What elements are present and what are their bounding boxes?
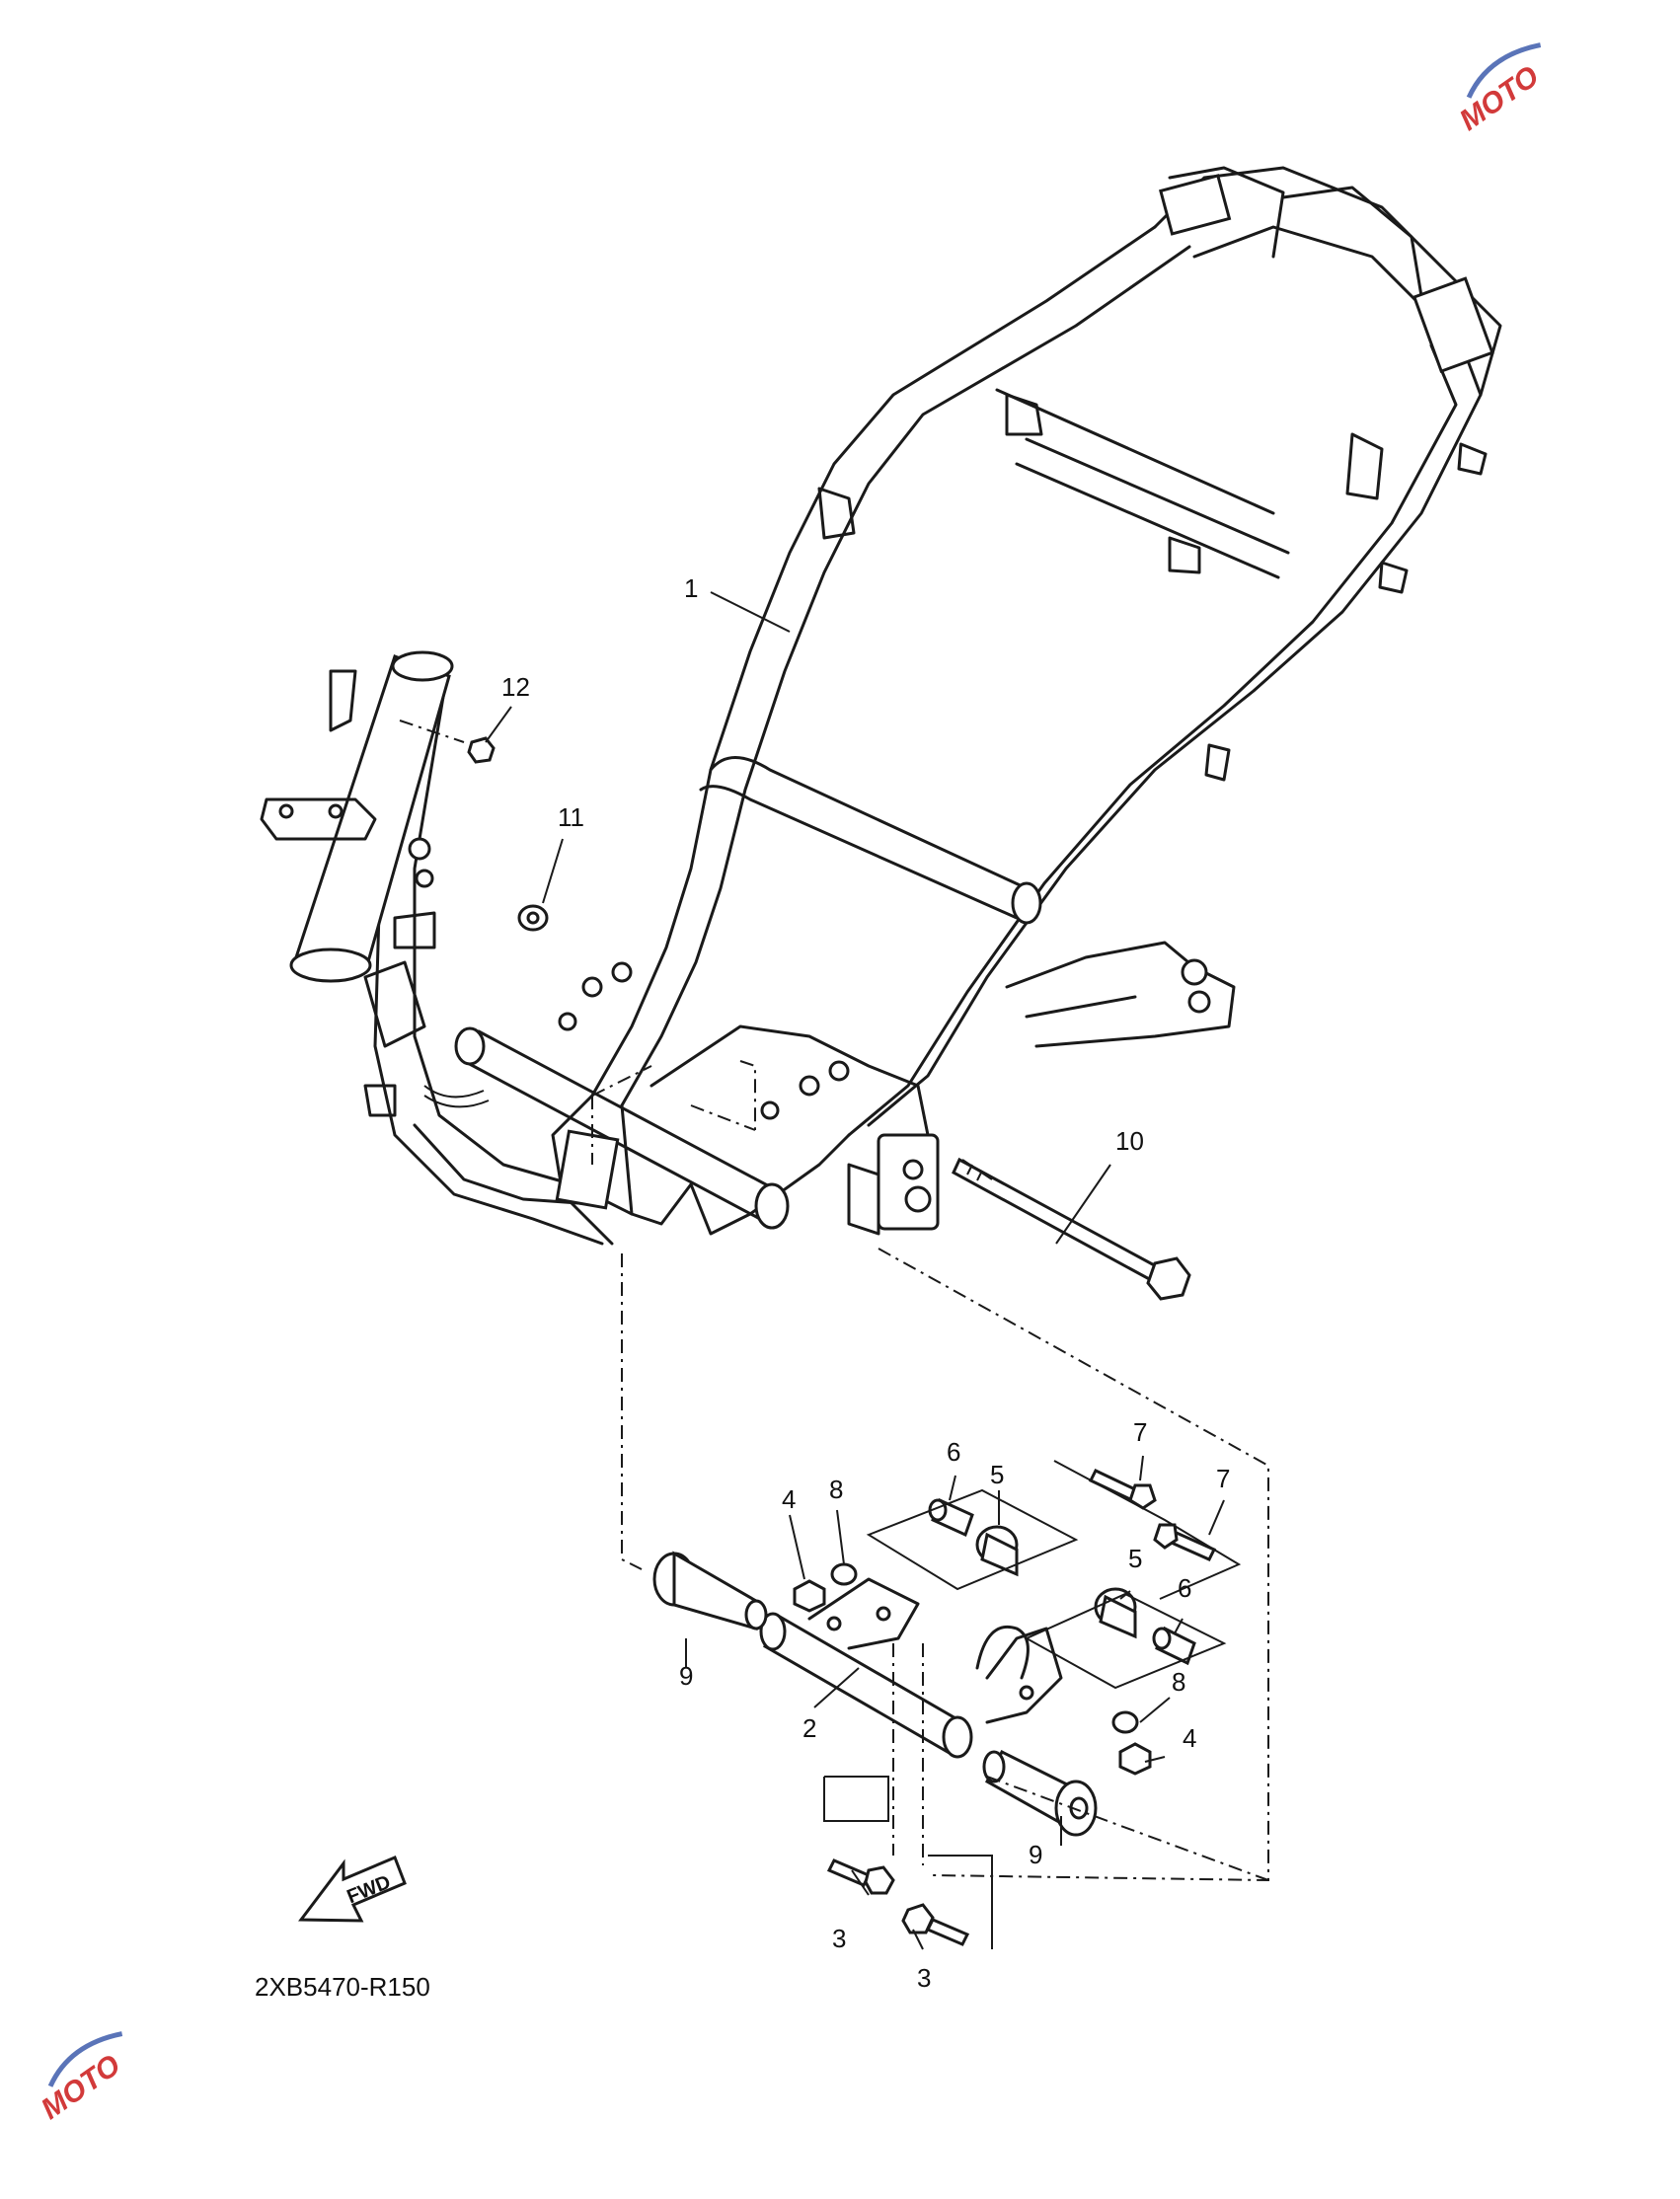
- part-code: 2XB5470-R150: [255, 1972, 430, 2002]
- bolt-part-10: [952, 1157, 1191, 1301]
- callout-5a: 5: [990, 1460, 1004, 1489]
- washer-part-11: [517, 904, 549, 932]
- moto-logo-watermark-bottom: MOTO: [36, 2031, 126, 2126]
- callout-6b: 6: [1178, 1573, 1191, 1603]
- callout-6a: 6: [947, 1437, 960, 1467]
- main-frame: [260, 166, 1502, 1246]
- callout-4b: 4: [1183, 1723, 1196, 1753]
- callout-numbers: 1 2 3 3 4 4 5 5 6 6 7 7 8 8 9 9 10 11 12: [501, 573, 1230, 1993]
- callout-8b: 8: [1172, 1667, 1185, 1697]
- callout-leaders: [485, 591, 1225, 1950]
- callout-1: 1: [684, 573, 698, 603]
- callout-9a: 9: [679, 1661, 693, 1691]
- engine-mount-assembly: [652, 1460, 1242, 1949]
- logo-text-bottom: MOTO: [36, 2049, 126, 2126]
- callout-8a: 8: [829, 1475, 843, 1504]
- callout-12: 12: [501, 672, 530, 702]
- callout-4a: 4: [782, 1484, 796, 1514]
- forward-direction-arrow: FWD: [298, 1856, 407, 1923]
- callout-7b: 7: [1216, 1464, 1230, 1493]
- moto-logo-watermark-top: MOTO: [1454, 42, 1545, 137]
- logo-text-top: MOTO: [1454, 60, 1545, 137]
- callout-9b: 9: [1029, 1840, 1042, 1869]
- callout-5b: 5: [1128, 1544, 1142, 1573]
- assembly-reference-lines: [399, 720, 1269, 1882]
- nut-part-12: [467, 736, 496, 764]
- callout-2: 2: [802, 1713, 816, 1743]
- callout-7a: 7: [1133, 1417, 1147, 1447]
- callout-11: 11: [558, 802, 584, 832]
- callout-10: 10: [1115, 1126, 1144, 1156]
- callout-3a: 3: [832, 1924, 846, 1953]
- callout-3b: 3: [917, 1963, 931, 1993]
